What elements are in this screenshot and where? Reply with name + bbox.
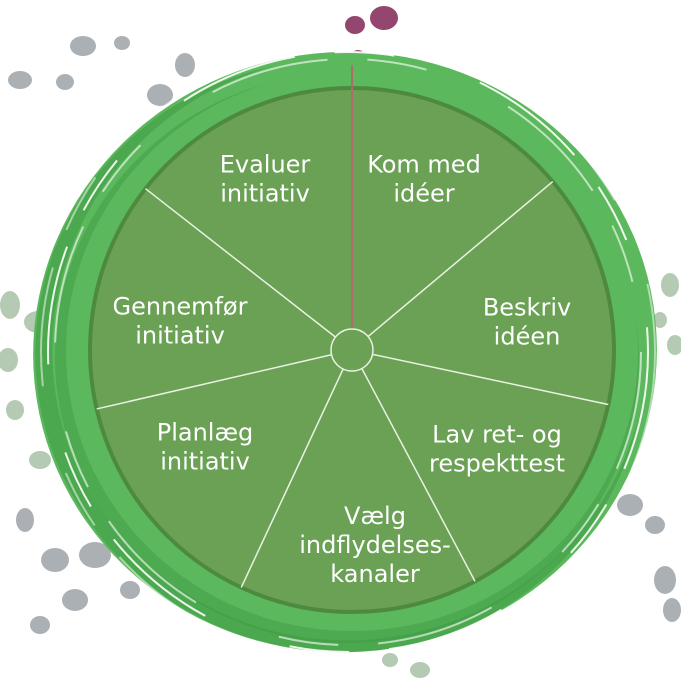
brush-streak: [40, 44, 656, 660]
segment-divider: [96, 349, 353, 410]
splatter-dot: [0, 291, 20, 319]
segment-divider: [145, 188, 353, 351]
splatter-dot: [345, 16, 365, 34]
splatter-dot: [617, 494, 643, 516]
segment-label-line: Gennemfør: [113, 293, 248, 321]
wheel-hub: [330, 328, 374, 372]
splatter-dot: [16, 508, 34, 532]
splatter-dot: [0, 348, 18, 372]
splatter-dot: [56, 74, 74, 90]
segment-divider: [351, 349, 476, 582]
segment-divider: [351, 181, 554, 351]
splatter-dot: [175, 53, 195, 77]
splatter-dot: [8, 71, 32, 89]
splatter-dot: [147, 84, 173, 106]
segment-label-line: Lav ret- og: [432, 421, 562, 449]
segment-label-line: Vælg: [344, 502, 406, 530]
splatter-dot: [654, 566, 676, 594]
segment-divider: [351, 349, 609, 406]
splatter-dot: [70, 36, 96, 56]
segment-label-line: idéen: [494, 323, 561, 351]
segment-label-line: kanaler: [330, 560, 420, 588]
segment-label-line: respekttest: [429, 450, 565, 478]
splatter-dot: [6, 400, 24, 420]
splatter-dot: [30, 616, 50, 634]
splatter-dot: [41, 548, 69, 572]
segment-dividers: [96, 181, 609, 588]
splatter-dot: [410, 662, 430, 678]
segment-label-line: Evaluer: [220, 151, 311, 179]
brush-streak: [47, 51, 649, 653]
segment-divider: [240, 349, 353, 588]
splatter-dot: [667, 335, 681, 355]
segment-label-line: idéer: [393, 180, 454, 208]
splatter-dot: [62, 589, 88, 611]
splatter-dot: [114, 36, 130, 50]
splatter-dot: [79, 542, 111, 568]
segment-label-line: Planlæg: [157, 419, 254, 447]
segment-label-line: initiativ: [160, 448, 250, 476]
splatter-dot: [661, 273, 679, 297]
segment-label-line: Kom med: [367, 151, 481, 179]
segment-label-line: Beskriv: [483, 294, 571, 322]
splatter-dot: [653, 312, 667, 328]
segment-label-line: indflydelses-: [299, 531, 451, 559]
splatter-dot: [382, 653, 398, 667]
segment-label-line: initiativ: [135, 322, 225, 350]
splatter-dot: [645, 516, 665, 534]
splatter-dot: [663, 598, 681, 622]
splatter-dot: [29, 451, 51, 469]
brush-streak: [54, 58, 642, 646]
splatter-dot: [370, 6, 398, 30]
splatter-dot: [120, 581, 140, 599]
segment-label-line: initiativ: [220, 180, 310, 208]
